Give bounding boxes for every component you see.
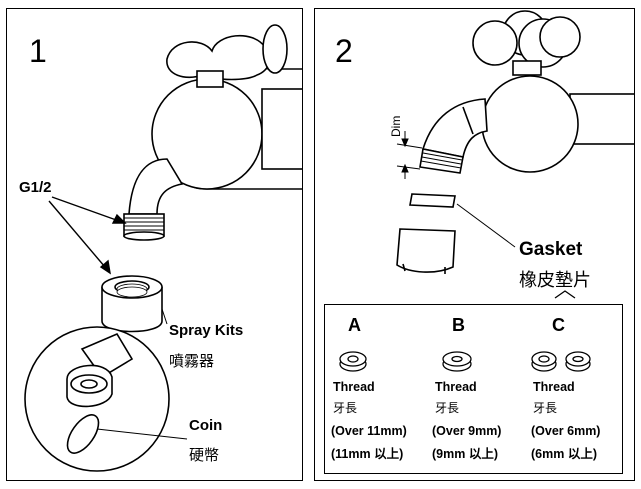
spray-kit <box>101 287 163 333</box>
option-b-letter: B <box>452 315 465 335</box>
aerator-shape <box>396 228 456 273</box>
option-c-range-cn: (6mm 以上) <box>531 447 597 461</box>
faucet-body-2 <box>569 93 634 145</box>
gasket-shape <box>409 193 456 208</box>
gasket-cn-label: 橡皮墊片 <box>519 270 591 291</box>
step-number: 2 <box>335 33 353 69</box>
option-b-thread: Thread <box>435 380 477 394</box>
option-a-letter: A <box>348 315 361 335</box>
option-a-thread: Thread <box>333 380 375 394</box>
step-2-panel: 2 Dim Gasket 橡皮墊片 A Thread 牙長 (Over 11mm… <box>314 8 635 481</box>
option-c-range: (Over 6mm) <box>531 424 601 438</box>
option-c-washer <box>531 351 591 372</box>
option-b-range-cn: (9mm 以上) <box>432 447 498 461</box>
thread-options-box <box>324 304 623 474</box>
option-b-washer <box>442 351 472 372</box>
option-a-range-cn: (11mm 以上) <box>331 447 404 461</box>
coin-label: Coin <box>189 417 223 434</box>
step-1-panel: 1 G1/2 Spray Kits 噴霧器 Coin 硬幣 <box>6 8 303 481</box>
step-2-illustration <box>339 10 634 372</box>
spray-kits-label: Spray Kits <box>169 322 244 339</box>
spray-kits-cn-label: 噴霧器 <box>169 352 215 370</box>
option-b-range: (Over 9mm) <box>432 424 502 438</box>
step-1-illustration <box>24 24 302 472</box>
thread-size-label: G1/2 <box>19 179 52 196</box>
option-c-thread: Thread <box>533 380 575 394</box>
dim-label: Dim <box>389 115 403 137</box>
coin-shape <box>66 414 100 454</box>
option-c-thread-cn: 牙長 <box>533 401 558 415</box>
option-a-thread-cn: 牙長 <box>333 401 358 415</box>
option-a-range: (Over 11mm) <box>331 424 407 438</box>
gasket-label: Gasket <box>519 239 583 260</box>
option-a-washer <box>339 351 367 372</box>
faucet-spout-2 <box>421 98 488 158</box>
option-b-thread-cn: 牙長 <box>435 401 460 415</box>
option-c-letter: C <box>552 315 565 335</box>
step-number: 1 <box>29 33 47 69</box>
coin-cn-label: 硬幣 <box>189 446 220 464</box>
